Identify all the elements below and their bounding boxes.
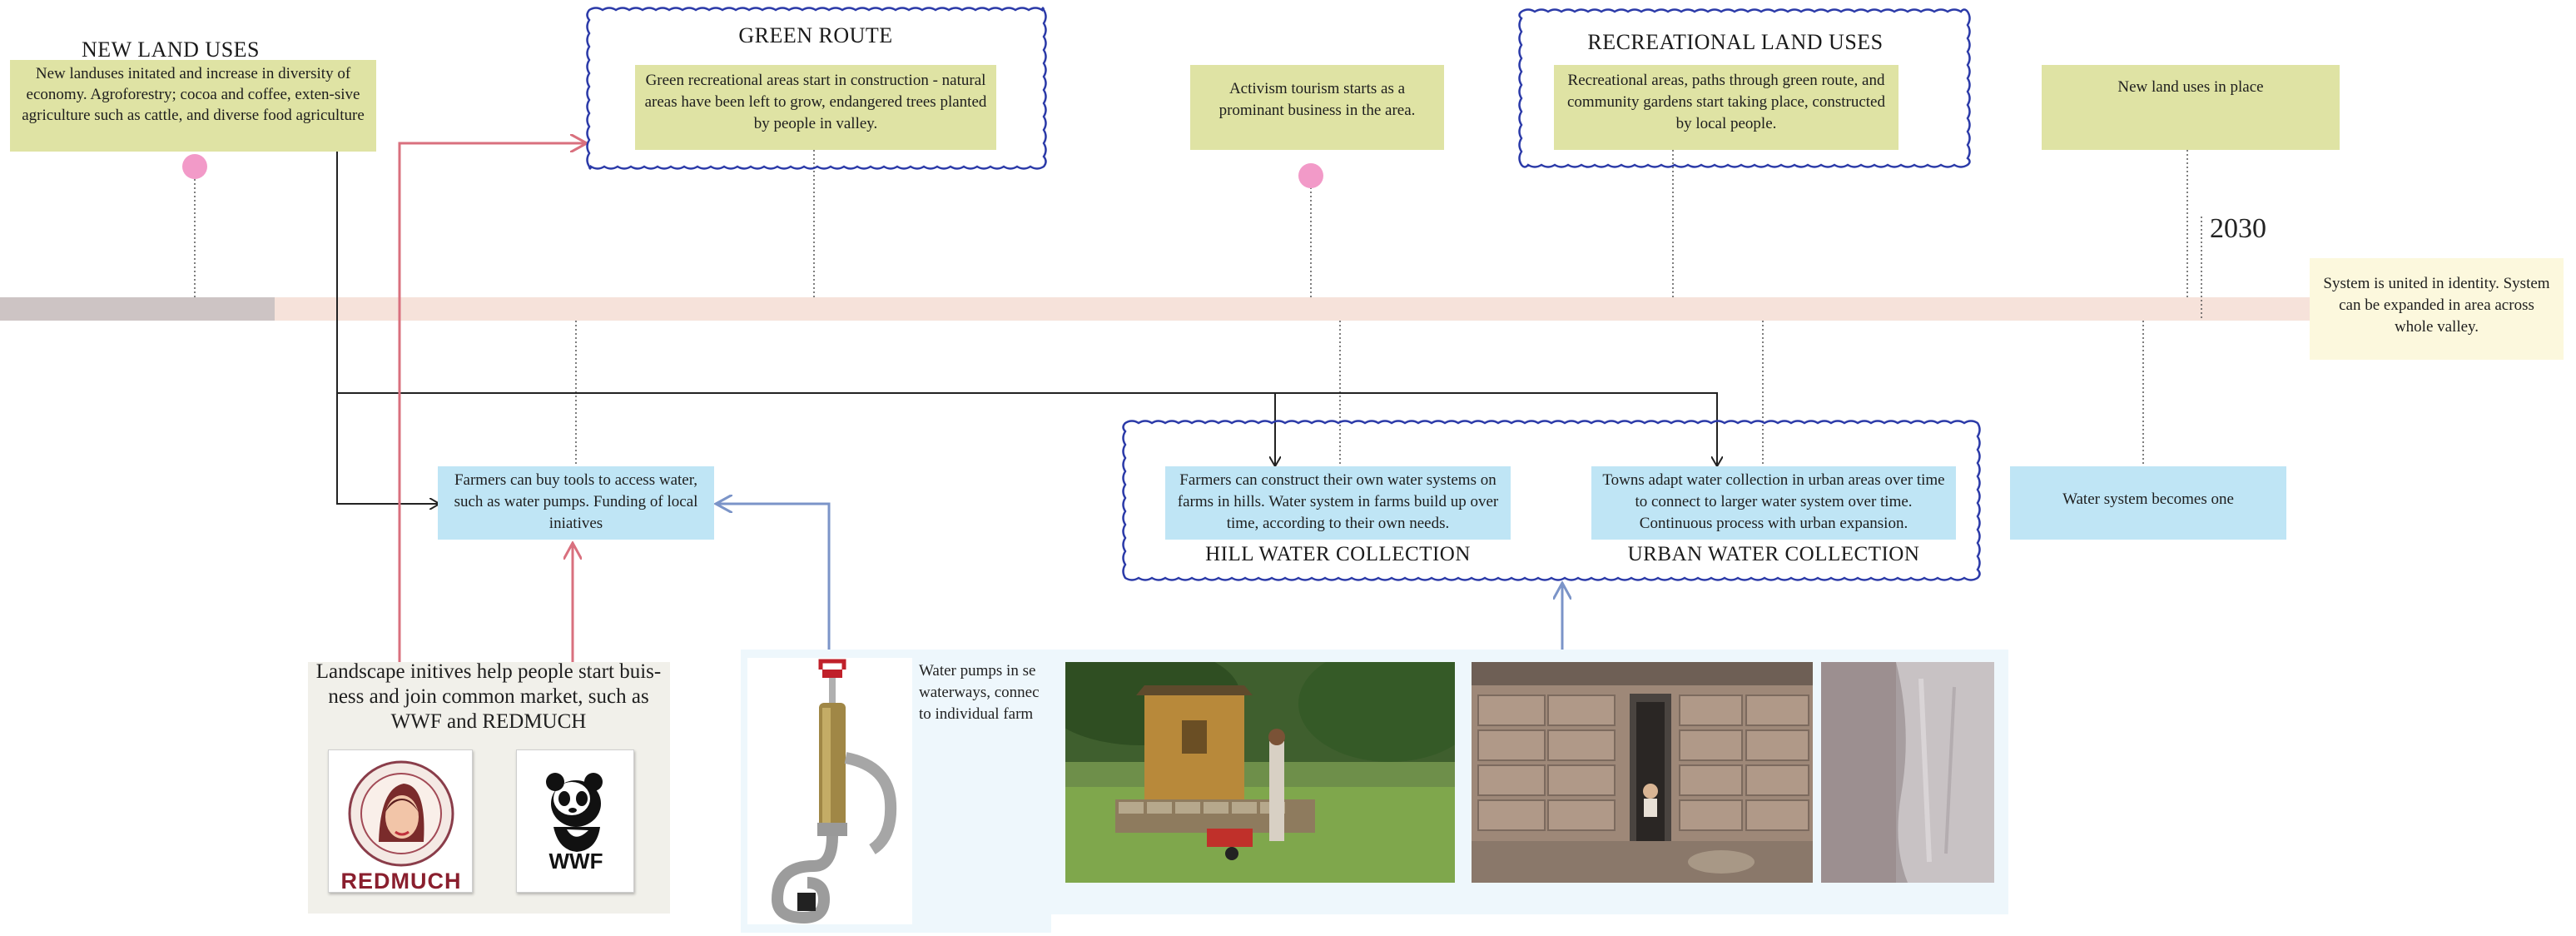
recreational-box: Recreational areas, paths through green …	[1554, 65, 1898, 150]
event-marker-dot	[182, 154, 207, 179]
urban-water-box: Towns adapt water collection in urban ar…	[1591, 466, 1956, 540]
water-system-one-box: Water system becomes one	[2010, 466, 2286, 540]
redmuch-wordmark: REDMUCH	[340, 869, 462, 893]
wavy-frames	[586, 7, 1981, 581]
redmuch-logo-graphic	[348, 760, 454, 867]
urban-water-heading: URBAN WATER COLLECTION	[1627, 543, 1920, 565]
green-route-box: Green recreational areas start in constr…	[635, 65, 996, 150]
wwf-logo: WWF	[516, 749, 634, 893]
timeline-start-segment	[0, 297, 275, 321]
redmuch-logo: REDMUCH	[328, 749, 473, 893]
farmers-tools-box: Farmers can buy tools to access water, s…	[438, 466, 714, 540]
farm-water-photo	[1065, 662, 1455, 883]
house-scene-graphic	[1472, 662, 1813, 883]
pump-panel-text: Water pumps in se waterways, connec to i…	[919, 660, 1050, 744]
recreational-heading: RECREATIONAL LAND USES	[1587, 30, 1884, 54]
dotted-stem-lines	[194, 150, 2202, 470]
green-route-heading: GREEN ROUTE	[738, 23, 893, 47]
land-uses-in-place-box: New land uses in place	[2042, 65, 2340, 150]
landscape-panel-text: Landscape initives help people start bui…	[315, 660, 662, 733]
pump-text-line: to individual farm	[919, 705, 1034, 723]
farm-scene-graphic	[1065, 662, 1455, 883]
hill-water-heading: HILL WATER COLLECTION	[1205, 543, 1471, 565]
wall-texture-graphic	[1821, 662, 1994, 883]
flow-lines-black	[336, 152, 1717, 504]
event-marker-dot	[1298, 163, 1323, 188]
flow-lines-red	[398, 143, 587, 666]
pump-text-line: Water pumps in se	[919, 662, 1036, 680]
pump-text-line: waterways, connec	[919, 684, 1040, 701]
wwf-wordmark: WWF	[548, 849, 603, 874]
end-note-box: System is united in identity. System can…	[2310, 258, 2564, 360]
adobe-house-photo	[1472, 662, 1813, 883]
panda-graphic	[546, 773, 603, 852]
water-pump-graphic	[771, 659, 897, 924]
wall-detail-photo	[1821, 662, 1994, 883]
flow-lines-blue	[716, 504, 1562, 650]
hill-water-box: Farmers can construct their own water sy…	[1165, 466, 1511, 540]
year-label: 2030	[2210, 213, 2266, 244]
activism-box: Activism tourism starts as a prominant b…	[1190, 65, 1444, 150]
timeline-band	[0, 297, 2314, 321]
new-land-uses-heading: NEW LAND USES	[81, 37, 261, 62]
pump-photo	[747, 658, 912, 924]
new-land-uses-box: New landuses initated and increase in di…	[10, 60, 376, 152]
